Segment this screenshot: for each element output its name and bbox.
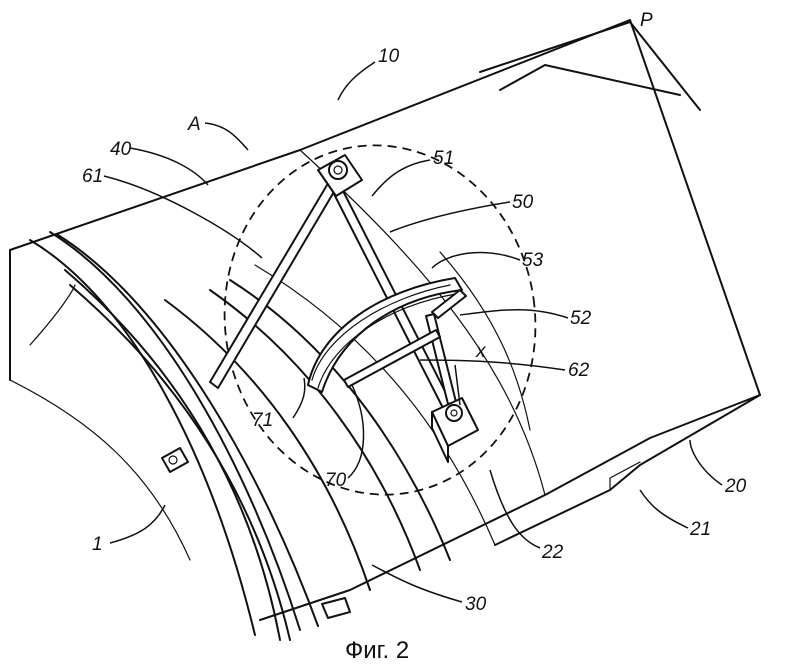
- ref-70: 70: [325, 470, 347, 491]
- rod-62: [343, 329, 441, 388]
- ref-30: 30: [465, 594, 487, 615]
- leader-lines: [103, 61, 723, 603]
- casing-outline: [9, 19, 761, 621]
- ref-20: 20: [724, 476, 747, 497]
- ref-50: 50: [512, 192, 534, 213]
- ref-71: 71: [252, 410, 273, 431]
- ref-52: 52: [570, 308, 592, 329]
- ref-62: 62: [568, 360, 590, 381]
- panel-20-edge: [494, 394, 761, 546]
- ref-a: A: [187, 114, 201, 135]
- curved-rails: [9, 149, 546, 641]
- ref-10: 10: [378, 46, 400, 67]
- ref-22: 22: [541, 542, 564, 563]
- ref-40: 40: [110, 139, 132, 160]
- ref-53: 53: [522, 250, 544, 271]
- ref-61: 61: [82, 166, 103, 187]
- ref-1: 1: [92, 534, 103, 555]
- lower-pivot: [431, 397, 479, 463]
- ref-51: 51: [433, 148, 454, 169]
- upper-pivot: [317, 154, 363, 197]
- ref-21: 21: [689, 519, 711, 540]
- arc-segment: [307, 277, 463, 393]
- figure-caption: Фиг. 2: [345, 637, 409, 664]
- ref-p: P: [640, 10, 653, 31]
- detail-circle-a: [223, 144, 537, 496]
- reference-labels: 10 P A 40 61 51 50 53 52 x 62 71 70 20 2…: [82, 10, 747, 615]
- bolt: [161, 447, 189, 473]
- ref-x: x: [475, 341, 487, 362]
- rail-tab: [321, 597, 351, 619]
- panel-p: [479, 21, 701, 111]
